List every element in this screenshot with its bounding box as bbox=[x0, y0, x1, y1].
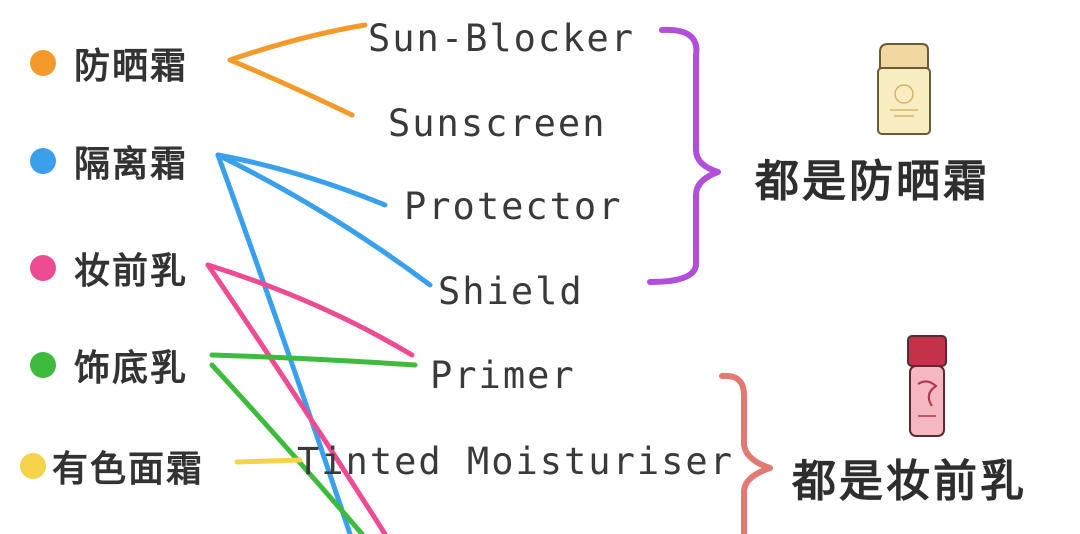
left-item-label: 有色面霜 bbox=[52, 449, 205, 490]
left-item-label: 防晒霜 bbox=[74, 46, 189, 87]
line-sunblock-to-sunblocker bbox=[227, 22, 368, 63]
left-item-label: 饰底乳 bbox=[74, 348, 189, 389]
term-protector: Protector bbox=[404, 185, 623, 228]
sunscreen-bottle-icon bbox=[877, 43, 931, 135]
left-item-sunscreen: 防晒霜 bbox=[30, 43, 188, 87]
pink-dot-icon bbox=[30, 255, 56, 281]
yellow-dot-icon bbox=[20, 453, 46, 479]
term-primer: Primer bbox=[430, 354, 576, 397]
term-sunscreen: Sunscreen bbox=[388, 102, 607, 145]
line-isolation-to-bottom bbox=[215, 152, 353, 534]
left-item-label: 隔离霜 bbox=[74, 144, 189, 185]
line-sunblock-to-sunscreen bbox=[227, 57, 355, 118]
line-isolation-to-shield bbox=[215, 152, 433, 288]
line-premakeup-to-bottom bbox=[205, 262, 388, 534]
left-item-isolation-cream: 隔离霜 bbox=[30, 141, 188, 185]
line-premakeup-to-primer bbox=[205, 262, 415, 358]
group-label-all-sunscreen: 都是防晒霜 bbox=[755, 156, 990, 207]
primer-bottle-icon bbox=[907, 335, 947, 437]
group-label-all-primer: 都是妆前乳 bbox=[792, 456, 1027, 507]
line-tinted-to-tinted bbox=[234, 457, 303, 465]
line-base-to-primer bbox=[209, 352, 418, 368]
left-item-label: 妆前乳 bbox=[74, 251, 189, 292]
left-item-primer: 妆前乳 bbox=[30, 248, 188, 292]
left-item-base-primer: 饰底乳 bbox=[30, 345, 188, 389]
line-base-to-bottom bbox=[209, 362, 365, 534]
term-shield: Shield bbox=[438, 270, 584, 313]
blue-dot-icon bbox=[30, 148, 56, 174]
term-sun-blocker: Sun-Blocker bbox=[368, 17, 636, 60]
bracket-primer-group bbox=[719, 372, 773, 534]
green-dot-icon bbox=[30, 352, 56, 378]
orange-dot-icon bbox=[30, 50, 56, 76]
bracket-sunscreen-group bbox=[647, 26, 721, 285]
term-tinted-moisturiser: Tinted Moisturiser bbox=[297, 440, 734, 483]
line-isolation-to-protector bbox=[215, 152, 388, 208]
left-item-tinted-cream: 有色面霜 bbox=[20, 446, 204, 490]
